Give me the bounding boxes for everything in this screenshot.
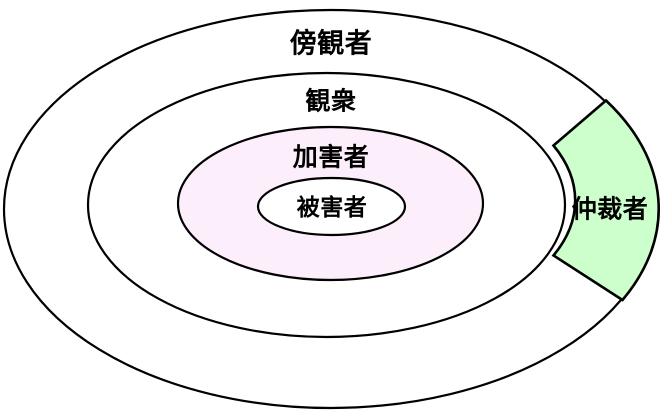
label-victim: 被害者 <box>297 194 368 221</box>
ring-audience-ellipse[interactable] <box>86 71 567 339</box>
sector-mediator[interactable] <box>551 98 660 302</box>
label-offender: 加害者 <box>292 143 370 172</box>
label-mediator: 仲裁者 <box>572 195 649 224</box>
label-audience: 観衆 <box>305 87 356 116</box>
ring-victim-ellipse[interactable] <box>256 176 407 237</box>
label-bystander: 傍観者 <box>290 28 373 60</box>
